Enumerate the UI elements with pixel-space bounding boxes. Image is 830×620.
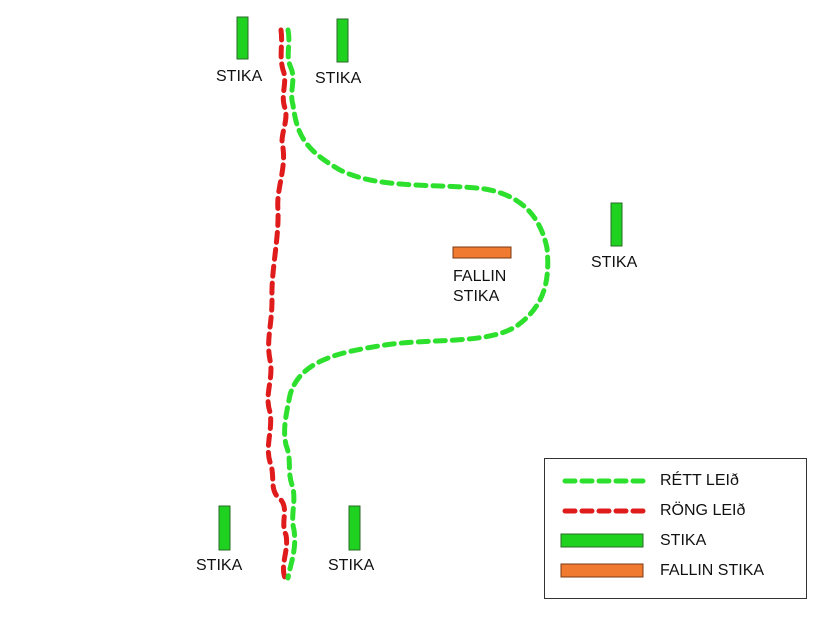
fallen-marker (452, 246, 512, 259)
fallen-marker-swatch (560, 563, 644, 578)
marker-top-right-label: STIKA (315, 70, 362, 87)
legend-label-marker: STIKA (660, 532, 707, 549)
fallen-marker-label-line1: FALLIN (453, 268, 507, 285)
legend: RÉTT LEIð RÖNG LEIð STIKA FALLIN STIKA (544, 458, 807, 599)
wrong-route-swatch (562, 508, 646, 514)
legend-item-correct-route: RÉTT LEIð (545, 469, 806, 493)
marker-bottom-left (218, 505, 231, 551)
legend-label-correct-route: RÉTT LEIð (660, 472, 739, 489)
legend-item-marker: STIKA (545, 529, 806, 553)
wrong-route-line (265, 27, 290, 581)
marker-swatch (560, 533, 644, 548)
marker-bottom-right (348, 505, 361, 551)
marker-bottom-right-label: STIKA (328, 557, 375, 574)
marker-top-right (336, 18, 349, 63)
legend-label-fallen-marker: FALLIN STIKA (660, 562, 765, 579)
fallen-marker-label-line2: STIKA (453, 288, 500, 305)
legend-item-wrong-route: RÖNG LEIð (545, 499, 806, 523)
legend-item-fallen-marker: FALLIN STIKA (545, 559, 806, 583)
marker-top-left-label: STIKA (216, 68, 263, 85)
marker-top-left (236, 16, 249, 60)
marker-right (610, 202, 623, 247)
marker-bottom-left-label: STIKA (196, 557, 243, 574)
correct-route-swatch (562, 478, 646, 484)
correct-route-line (282, 27, 551, 581)
marker-right-label: STIKA (591, 254, 638, 271)
legend-label-wrong-route: RÖNG LEIð (660, 502, 746, 519)
